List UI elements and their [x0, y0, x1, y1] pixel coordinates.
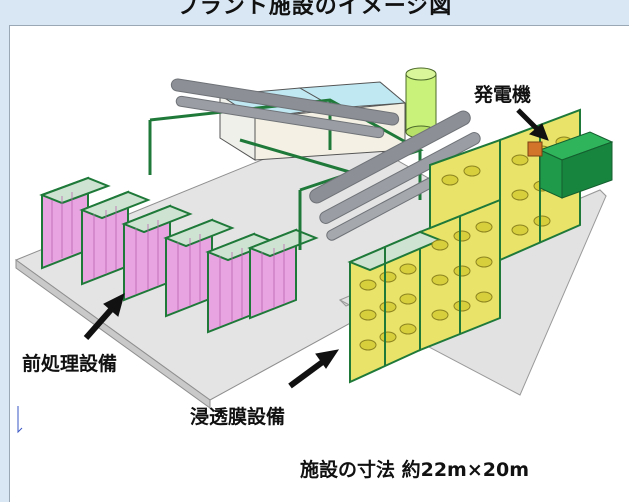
- pretreat-rack: [39, 176, 111, 270]
- page-title: プラント施設のイメージ図: [176, 0, 453, 19]
- arrows: [83, 108, 549, 389]
- label-pretreatment: 前処理設備: [22, 353, 118, 375]
- title-strip: プラント施設のイメージ図: [0, 0, 629, 20]
- arrow-pretreatment: [83, 293, 125, 340]
- water-tank: [405, 67, 437, 139]
- generator: [527, 131, 614, 199]
- arrow-ro: [288, 349, 340, 389]
- arrow-generator: [516, 108, 549, 141]
- label-generator: 発電機: [474, 84, 532, 106]
- label-ro-membrane: 浸透膜設備: [190, 406, 286, 428]
- edge-mark: [17, 406, 23, 434]
- base-slab-edge: [15, 259, 211, 409]
- label-dimensions: 施設の寸法 約22m×20m: [300, 459, 530, 481]
- ro-membrane-racks: [347, 108, 581, 384]
